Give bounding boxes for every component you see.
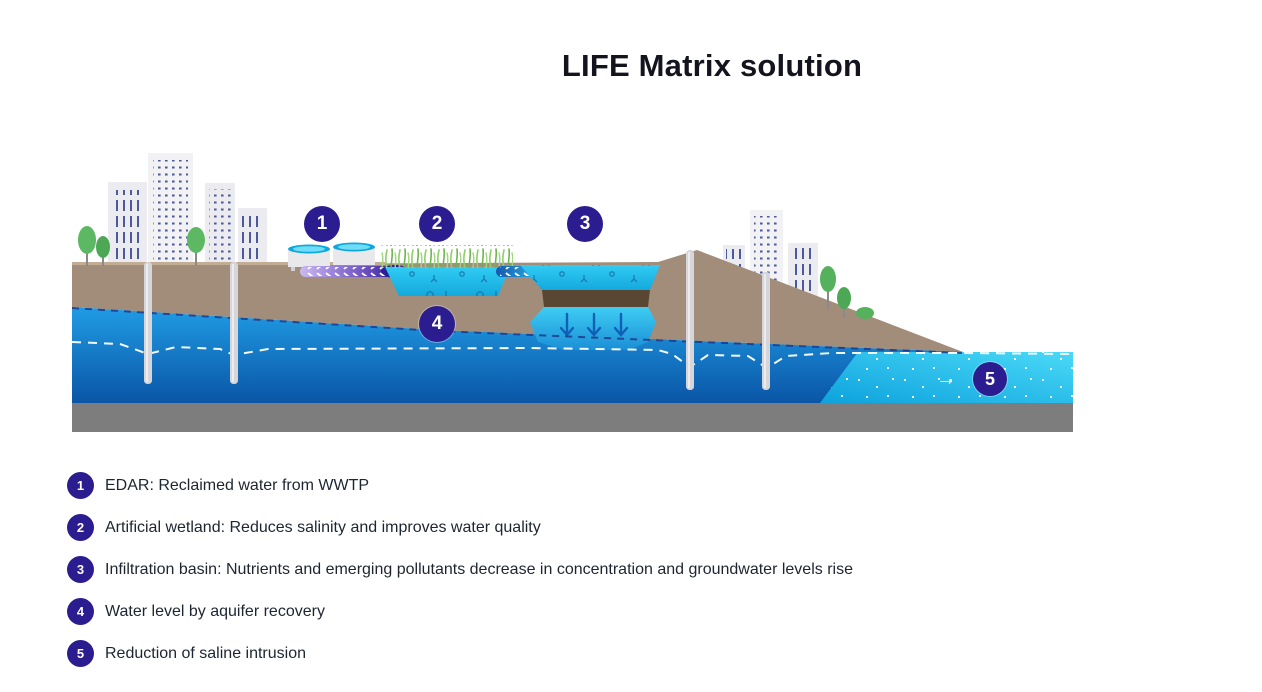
legend-text-1: EDAR: Reclaimed water from WWTP [105, 477, 370, 494]
basin-filter-bed [542, 290, 650, 307]
legend-badge-3: 3 [67, 556, 94, 583]
ground-strip [72, 262, 385, 265]
artificial-wetland [380, 245, 513, 296]
legend-badge-1: 1 [67, 472, 94, 499]
soil-layer [72, 250, 963, 352]
page-title: LIFE Matrix solution [561, 48, 863, 83]
marker-5: 5 [973, 362, 1007, 396]
legend-badge-5: 5 [67, 640, 94, 667]
old-water-level-line [71, 341, 1074, 370]
legend-text-2: Artificial wetland: Reduces salinity and… [105, 519, 541, 536]
wells [144, 250, 770, 390]
diagram: 1 2 3 4 5 → [71, 150, 1074, 432]
legend-text-4: Water level by aquifer recovery [105, 603, 325, 620]
marker-3: 3 [567, 206, 603, 242]
legend-badge-4: 4 [67, 598, 94, 625]
legend-item-3: 3 Infiltration basin: Nutrients and emer… [67, 556, 853, 583]
legend: 1 EDAR: Reclaimed water from WWTP 2 Arti… [67, 472, 853, 667]
bedrock-layer [72, 403, 1073, 432]
infiltration-basin [520, 265, 660, 350]
legend-item-4: 4 Water level by aquifer recovery [67, 598, 853, 625]
legend-badge-2: 2 [67, 514, 94, 541]
edar-tanks [288, 242, 375, 271]
legend-item-5: 5 Reduction of saline intrusion [67, 640, 853, 667]
legend-item-1: 1 EDAR: Reclaimed water from WWTP [67, 472, 853, 499]
saline-flow-arrow-icon: → [936, 368, 956, 390]
legend-text-3: Infiltration basin: Nutrients and emergi… [105, 561, 853, 578]
legend-text-5: Reduction of saline intrusion [105, 645, 307, 662]
marker-1: 1 [304, 206, 340, 242]
wetland-grass [380, 245, 513, 268]
legend-item-2: 2 Artificial wetland: Reduces salinity a… [67, 514, 853, 541]
trees [78, 226, 874, 319]
marker-4: 4 [419, 306, 455, 342]
infiltration-arrows [559, 312, 629, 337]
marker-2: 2 [419, 206, 455, 242]
saline-wedge-sparkles [820, 352, 1073, 403]
diagram-scene [71, 153, 1074, 432]
aquifer-layer [72, 307, 1073, 403]
left-city [108, 153, 267, 268]
